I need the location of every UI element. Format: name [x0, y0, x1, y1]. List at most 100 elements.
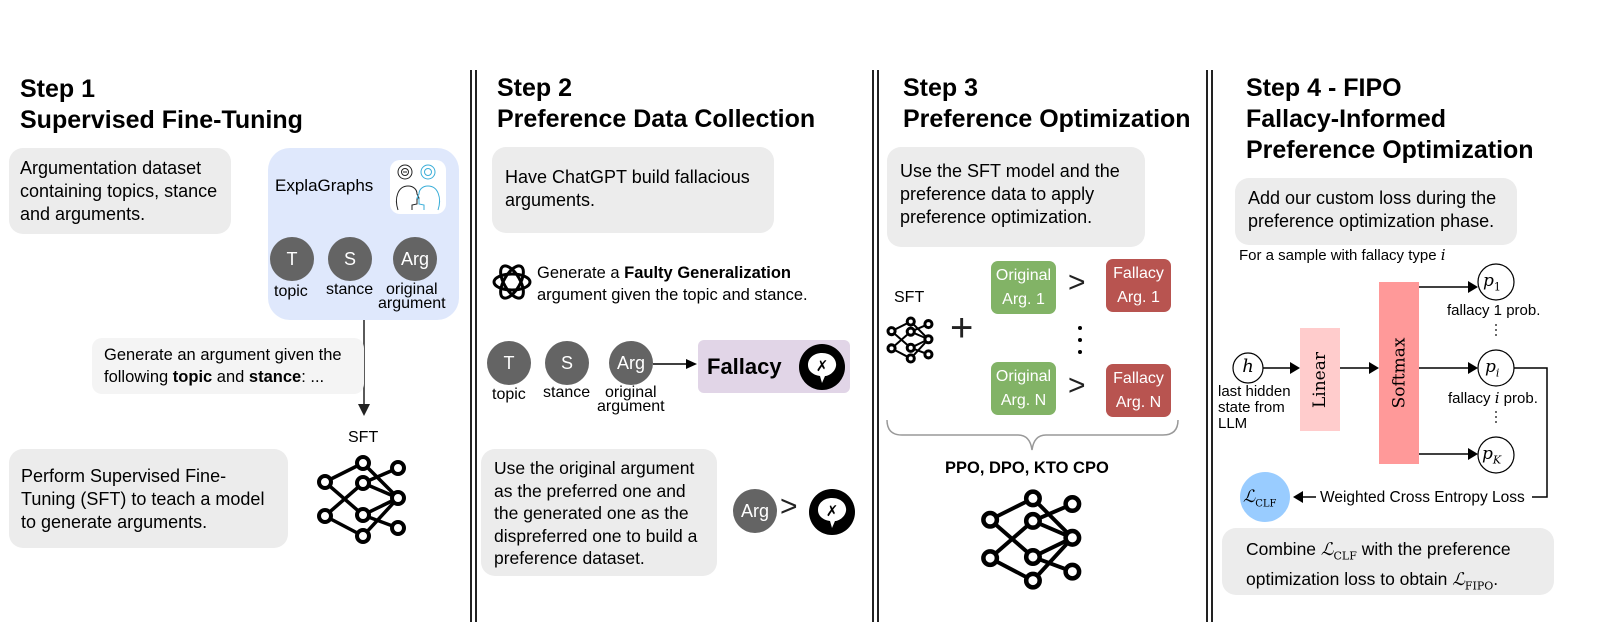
generation-instruction-pre: Generate a — [537, 264, 625, 282]
loss-node — [1240, 472, 1290, 522]
pi-label: fallacy i prob. — [1448, 389, 1538, 407]
sample-label-var: i — [1440, 246, 1446, 264]
pi-var: pi — [1485, 357, 1499, 379]
pi-label-var: i — [1494, 389, 1500, 407]
generation-instruction: Generate a Faulty Generalization argumen… — [537, 262, 808, 306]
sample-label: For a sample with fallacy type i — [1239, 246, 1446, 264]
step2-number: Step 2 — [497, 74, 573, 102]
preferred-argument-n: Original Arg. N — [991, 362, 1056, 415]
original-argument-label-step2: original argument — [597, 385, 665, 415]
p1-node — [1477, 263, 1515, 301]
pi-label-post: prob. — [1499, 390, 1538, 407]
original-argument-label: original argument — [378, 282, 446, 312]
preference-greater-than: > — [780, 490, 798, 523]
dataset-description-text: Argumentation dataset containing topics,… — [20, 158, 218, 224]
softmax-layer-label: Softmax — [1389, 337, 1410, 409]
stance-symbol: S — [343, 248, 356, 269]
hidden-state-var: h — [1242, 356, 1254, 377]
hidden-state-label: last hidden state from LLM — [1218, 384, 1291, 432]
step-divider — [872, 70, 879, 622]
pi-var-letter: p — [1485, 357, 1496, 377]
prompt-and: and — [212, 368, 249, 386]
po-neural-network-icon — [981, 489, 1082, 590]
combine-end: . — [1493, 568, 1499, 589]
p1-var-sub: 1 — [1493, 280, 1501, 294]
p1-label: fallacy 1 prob. — [1447, 302, 1541, 319]
neural-network-icon — [317, 455, 406, 544]
preferred-argument-circle: Arg — [733, 489, 777, 533]
prompt-text: Generate an argument given the following — [104, 346, 342, 386]
explagraphs-dataset-card: ExplaGraphs T S Arg topic stance origina… — [268, 148, 459, 320]
pair1-greater-than: > — [1068, 266, 1086, 299]
stance-label-step2: stance — [543, 384, 591, 401]
prompt-topic: topic — [172, 368, 213, 386]
step2-title: Preference Data Collection — [497, 105, 816, 133]
preferred-argument-1: Original Arg. 1 — [991, 261, 1056, 314]
linear-layer-label: Linear — [1310, 351, 1330, 408]
fipo-loss-sub: FIPO — [1464, 579, 1494, 592]
pi-label-pre: fallacy — [1448, 390, 1495, 407]
argument-symbol: Arg — [616, 352, 645, 373]
chatgpt-description-box: Have ChatGPT build fallacious arguments. — [492, 147, 774, 233]
stance-label: stance — [326, 281, 374, 298]
debate-people-icon — [390, 160, 446, 214]
sample-label-text: For a sample with fallacy type — [1239, 247, 1437, 264]
fipo-description-box: Add our custom loss during the preferenc… — [1235, 178, 1517, 245]
hidden-state-label-line3: LLM — [1218, 415, 1248, 432]
topic-label: topic — [274, 283, 308, 300]
dispreferred-argument-n-line2: Arg. N — [1115, 393, 1162, 411]
original-argument-label-line2: argument — [597, 398, 665, 415]
pk-var: pK — [1482, 444, 1501, 466]
fallacy-box: Fallacy ✗ — [698, 340, 850, 393]
po-description-box: Use the SFT model and the preference dat… — [887, 147, 1145, 247]
stance-circle-step2: S — [545, 341, 589, 385]
hidden-state-label-line1: last hidden — [1218, 383, 1291, 400]
topic-symbol: T — [286, 248, 298, 269]
linear-layer-label-wrap: Linear — [1300, 328, 1340, 431]
step3-title: Preference Optimization — [903, 105, 1191, 133]
prompt-ellipsis: : ... — [301, 368, 325, 386]
preferred-argument-symbol: Arg — [740, 500, 769, 521]
dispreferred-argument-n-line1: Fallacy — [1113, 369, 1164, 387]
argument-circle: Arg — [393, 237, 437, 281]
loss-clf-sub: CLF — [1255, 498, 1277, 510]
dataset-description-box: Argumentation dataset containing topics,… — [9, 148, 231, 234]
pairN-greater-than: > — [1068, 369, 1086, 402]
dispreferred-argument-n: Fallacy Arg. N — [1106, 364, 1171, 417]
combine-loss-box: Combine ℒCLF with the preference optimiz… — [1222, 528, 1554, 595]
plus-sign: + — [950, 306, 974, 350]
topic-circle: T — [270, 237, 314, 281]
softmax-layer-label-wrap: Softmax — [1379, 282, 1419, 464]
preferred-argument-1-line2: Arg. 1 — [1002, 290, 1045, 308]
po-methods-label: PPO, DPO, KTO CPO — [945, 459, 1109, 477]
linear-layer — [1300, 328, 1340, 431]
preferred-argument-n-line2: Arg. N — [1000, 391, 1047, 409]
step4-number: Step 4 - FIPO — [1246, 74, 1402, 102]
pk-node — [1477, 436, 1515, 474]
sft-model-label: SFT — [348, 429, 379, 446]
step-divider — [1206, 70, 1213, 622]
combine-loss-letter: ℒ — [1320, 540, 1334, 560]
step4-title-line2: Preference Optimization — [1246, 136, 1534, 164]
argument-circle-step2: Arg — [609, 341, 653, 385]
preferred-argument-1-line1: Original — [995, 266, 1052, 284]
original-argument-label-line2: argument — [378, 295, 446, 312]
fipo-description-text: Add our custom loss during the preferenc… — [1248, 188, 1497, 231]
sft-prompt-box: Generate an argument given the following… — [92, 338, 364, 394]
combine-pre: Combine — [1246, 539, 1321, 559]
stance-circle: S — [328, 237, 372, 281]
combine-loss-sub: CLF — [1333, 549, 1357, 563]
p1-var: p1 — [1483, 271, 1501, 293]
step1-number: Step 1 — [20, 75, 96, 103]
step3-number: Step 3 — [903, 74, 979, 102]
topic-symbol: T — [503, 352, 515, 373]
combine-line2: optimization loss to obtain — [1246, 568, 1453, 589]
preference-dataset-text: Use the original argument as the preferr… — [494, 458, 698, 568]
softmax-layer — [1379, 282, 1419, 464]
preferred-argument-n-line1: Original — [995, 367, 1052, 385]
